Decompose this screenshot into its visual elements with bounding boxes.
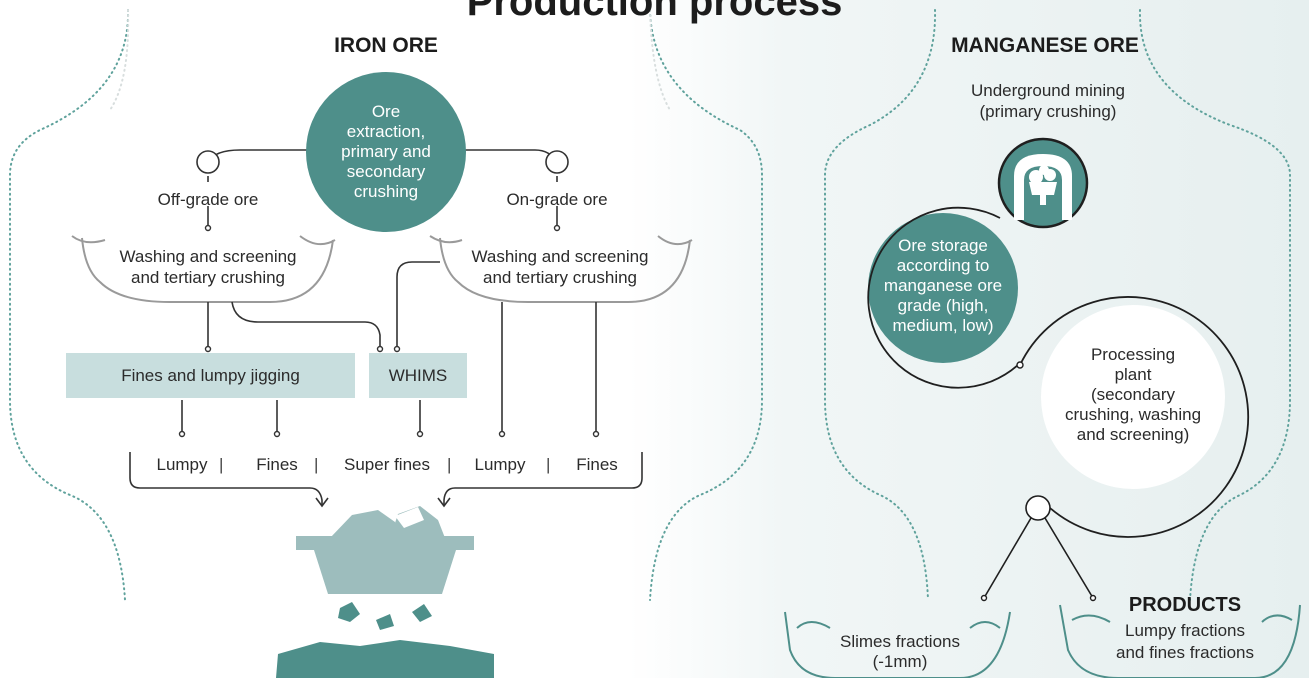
output-bracket bbox=[129, 452, 643, 508]
storage-circle bbox=[868, 213, 1018, 363]
output-super-fines: Super fines bbox=[344, 455, 430, 474]
off-grade-label: Off-grade ore bbox=[157, 190, 259, 209]
manganese-ore-heading: MANGANESE ORE bbox=[951, 34, 1139, 57]
output-lumpy-1: Lumpy bbox=[156, 455, 208, 474]
washing-bowls bbox=[71, 235, 693, 303]
off-grade-node bbox=[196, 150, 220, 174]
split-node bbox=[1025, 495, 1051, 521]
output-lumpy-2: Lumpy bbox=[474, 455, 526, 474]
output-separator: | bbox=[314, 455, 319, 474]
products-heading: PRODUCTS bbox=[1128, 594, 1242, 616]
iron-low-connectors bbox=[181, 400, 421, 434]
extraction-circle bbox=[306, 72, 466, 232]
iron-dotted-bracket bbox=[9, 9, 763, 601]
on-grade-label: On-grade ore bbox=[506, 190, 608, 209]
plant-circle bbox=[1041, 305, 1225, 489]
on-grade-node bbox=[545, 150, 569, 174]
faint-dotted-bracket bbox=[109, 9, 671, 111]
mine-cart-icon bbox=[1014, 154, 1072, 220]
whims-label: WHIMS bbox=[388, 365, 448, 385]
plant-label: Processing plant (secondary crushing, wa… bbox=[1064, 345, 1202, 444]
extraction-label: Ore extraction, primary and secondary cr… bbox=[341, 102, 431, 201]
iron-ore-heading: IRON ORE bbox=[334, 34, 438, 57]
output-separator: | bbox=[546, 455, 551, 474]
storage-ring bbox=[867, 206, 1019, 389]
jigging-label: Fines and lumpy jigging bbox=[121, 365, 300, 385]
page-title: Production process bbox=[466, 0, 843, 24]
mining-label: Underground mining (primary crushing) bbox=[970, 81, 1126, 121]
output-fines-1: Fines bbox=[256, 455, 298, 474]
ore-cart-illustration bbox=[276, 506, 494, 678]
washing-left-label: Washing and screening and tertiary crush… bbox=[119, 247, 297, 287]
product-bowls bbox=[784, 604, 1301, 678]
washing-right-label: Washing and screening and tertiary crush… bbox=[471, 247, 649, 287]
whims-box: WHIMS bbox=[369, 353, 467, 398]
storage-label: Ore storage according to manganese ore g… bbox=[883, 236, 1003, 335]
slimes-label: Slimes fractions (-1mm) bbox=[840, 632, 960, 671]
products-label: Lumpy fractions and fines fractions bbox=[1116, 621, 1254, 662]
manganese-dotted-bracket bbox=[824, 9, 1291, 601]
plant-ring bbox=[1019, 296, 1250, 538]
jigging-box: Fines and lumpy jigging bbox=[66, 353, 355, 398]
output-separator: | bbox=[219, 455, 224, 474]
output-separator: | bbox=[447, 455, 452, 474]
iron-mid-connectors bbox=[207, 261, 597, 434]
output-fines-2: Fines bbox=[576, 455, 618, 474]
manganese-split-lines bbox=[983, 517, 1094, 599]
